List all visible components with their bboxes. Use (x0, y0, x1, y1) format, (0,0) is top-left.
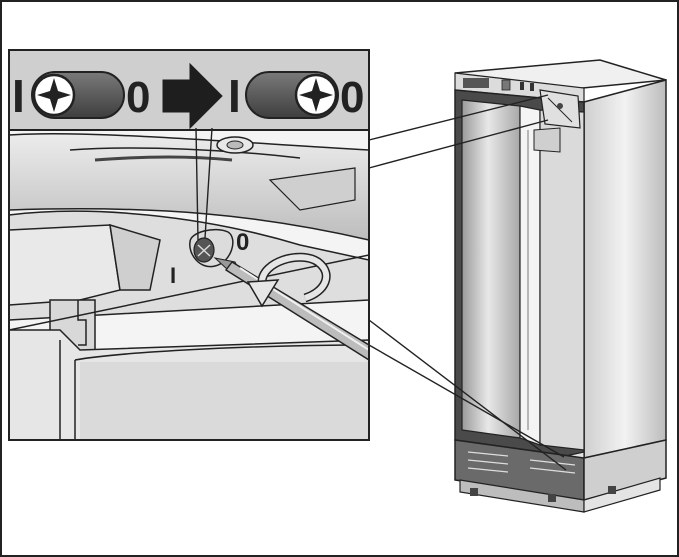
door-panel (461, 99, 521, 439)
after-on-symbol: I (228, 70, 241, 122)
refrigerator (454, 59, 667, 513)
upper-hinge (533, 89, 581, 153)
slide-switch-detail: I 0 (170, 228, 249, 288)
leader-lines (368, 94, 567, 471)
cabinet-side-panel (583, 79, 667, 459)
switch-state-before: I 0 (12, 70, 150, 122)
phillips-screw-icon (294, 73, 338, 117)
phillips-screw-icon (32, 73, 76, 117)
after-off-symbol: 0 (340, 73, 364, 122)
before-off-symbol: 0 (126, 73, 150, 122)
before-on-symbol: I (12, 70, 25, 122)
rotate-arrow-icon (246, 252, 331, 308)
detail-view: I 0 I (8, 49, 370, 441)
arrow-right-icon (162, 62, 223, 130)
detail-off-symbol: 0 (236, 229, 249, 256)
switch-state-after: I 0 (228, 70, 364, 122)
detail-on-symbol: I (170, 263, 176, 288)
display-panel (463, 78, 489, 88)
